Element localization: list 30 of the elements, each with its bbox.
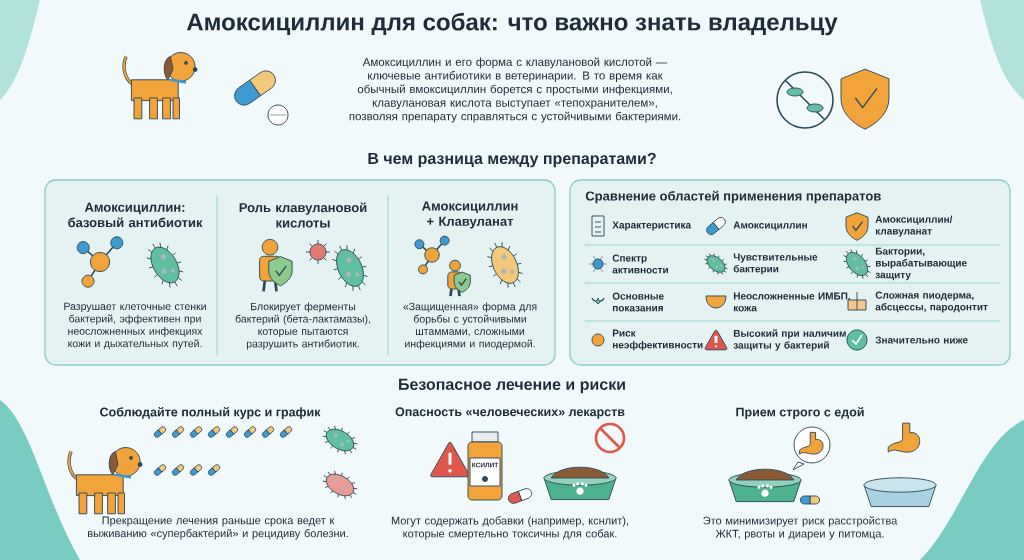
panel-heading: Сравнение областей применения препаратов [585, 190, 881, 204]
column-heading: Амоксициллин + Клавуланат [422, 201, 518, 229]
comparison-panel [44, 179, 556, 366]
column-text: «Защищенная» форма для борьбы с устойчивыми штаммами, сложными инфекциями и пиодермой. [403, 302, 537, 350]
section-heading: В чем разница между препаратами? [368, 152, 656, 168]
section-heading: Безопасное лечение и риски [399, 378, 625, 394]
table-cell: Амоксициллин/ клавуланат [875, 215, 953, 237]
table-cell: Спектр активности [612, 254, 668, 274]
title: Амоксициллин для собак: что важно знать владельцу [186, 12, 838, 36]
table-cell: Неосложненные ИМБП, кожа [733, 292, 850, 312]
table-cell: Риск неэффективности [612, 329, 703, 351]
table-cell: Сложная пиодерма, абсцессы, пародонтит [875, 291, 988, 313]
column-text: Разрушает клеточные стенки бактерий, эффективен при неосложненных инфекциях кожи и дыхательных путей. [64, 302, 206, 350]
column-heading: Роль клавулановой кислоты [239, 202, 367, 228]
table-cell: Амоксициллин [733, 221, 807, 231]
tip-text: Это минимизирует риск расстройства ЖКТ, рвоты и диареи у питомца. [703, 516, 898, 540]
tip-heading: Опасность «человеческих» лекарств [395, 407, 625, 419]
intro-text: Амоксициллин и его форма с клавулановой кислотой — ключевые антибиотики в ветеринарии. В то время как обычный вмоксициллин борется с простыми инфекциями, клавулановая кислота выступает «тепохранителем», позволяя препарату справляться с устойчивыми бактериями. [349, 57, 681, 123]
tip-text: Прекращение лечения раньше срока ведет к выживанию «супербактерий» и рецидиву болезни. [88, 516, 348, 540]
tip-heading: Прием строго с едой [736, 407, 864, 419]
table-cell: Характеристика [612, 221, 692, 231]
tip-heading: Соблюдайте полный курс и график [100, 407, 321, 419]
tip-text: Могут содержать добавки (например, кснлит), которые смертельно токсичны для собак. [391, 516, 629, 540]
table-cell: Чувствительные бактерии [733, 253, 818, 275]
table-cell: Основные показания [612, 292, 664, 312]
table-cell: Значительно ниже [875, 336, 968, 344]
table-cell: Бактории, вырабатывающие защиту [875, 247, 967, 281]
column-heading: Амоксициллин: базовый антибиотик [68, 202, 203, 228]
table-cell: Высокий при наличим защиты у бактерий [733, 329, 846, 351]
column-text: Блокирует ферменты бактерий (бета-лактамазы), которые пытаются разрушить антибиотик. [235, 302, 370, 350]
